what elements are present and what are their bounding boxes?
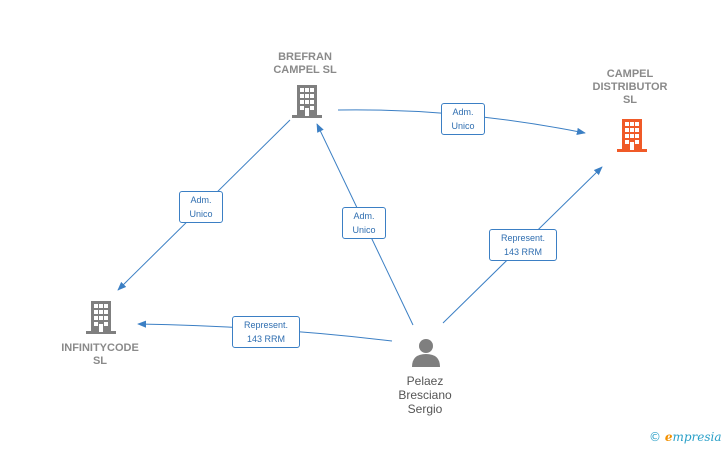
building-icon[interactable] bbox=[617, 119, 647, 152]
building-icon[interactable] bbox=[292, 85, 322, 118]
brand-initial: e bbox=[664, 430, 673, 444]
edge-label-brefran-infinity: Adm. Unico bbox=[179, 191, 223, 223]
node-label-campel-distributor[interactable]: CAMPEL DISTRIBUTOR SL bbox=[592, 68, 668, 106]
node-label-brefran[interactable]: BREFRAN CAMPEL SL bbox=[273, 51, 337, 76]
edge-label-person-brefran: Adm. Unico bbox=[342, 207, 386, 239]
copyright-symbol: © bbox=[649, 430, 661, 444]
node-label-person[interactable]: Pelaez Bresciano Sergio bbox=[398, 374, 452, 416]
edge-label-brefran-campel: Adm. Unico bbox=[441, 103, 485, 135]
building-icon[interactable] bbox=[86, 301, 116, 334]
brand-name: mpresia bbox=[672, 430, 722, 444]
edge-label-person-infinity: Represent. 143 RRM bbox=[232, 316, 300, 348]
node-label-infinitycode[interactable]: INFINITYCODE SL bbox=[61, 342, 139, 367]
edge-label-person-campel: Represent. 143 RRM bbox=[489, 229, 557, 261]
person-icon[interactable] bbox=[412, 339, 440, 367]
empresia-logo: © empresia bbox=[649, 430, 722, 444]
